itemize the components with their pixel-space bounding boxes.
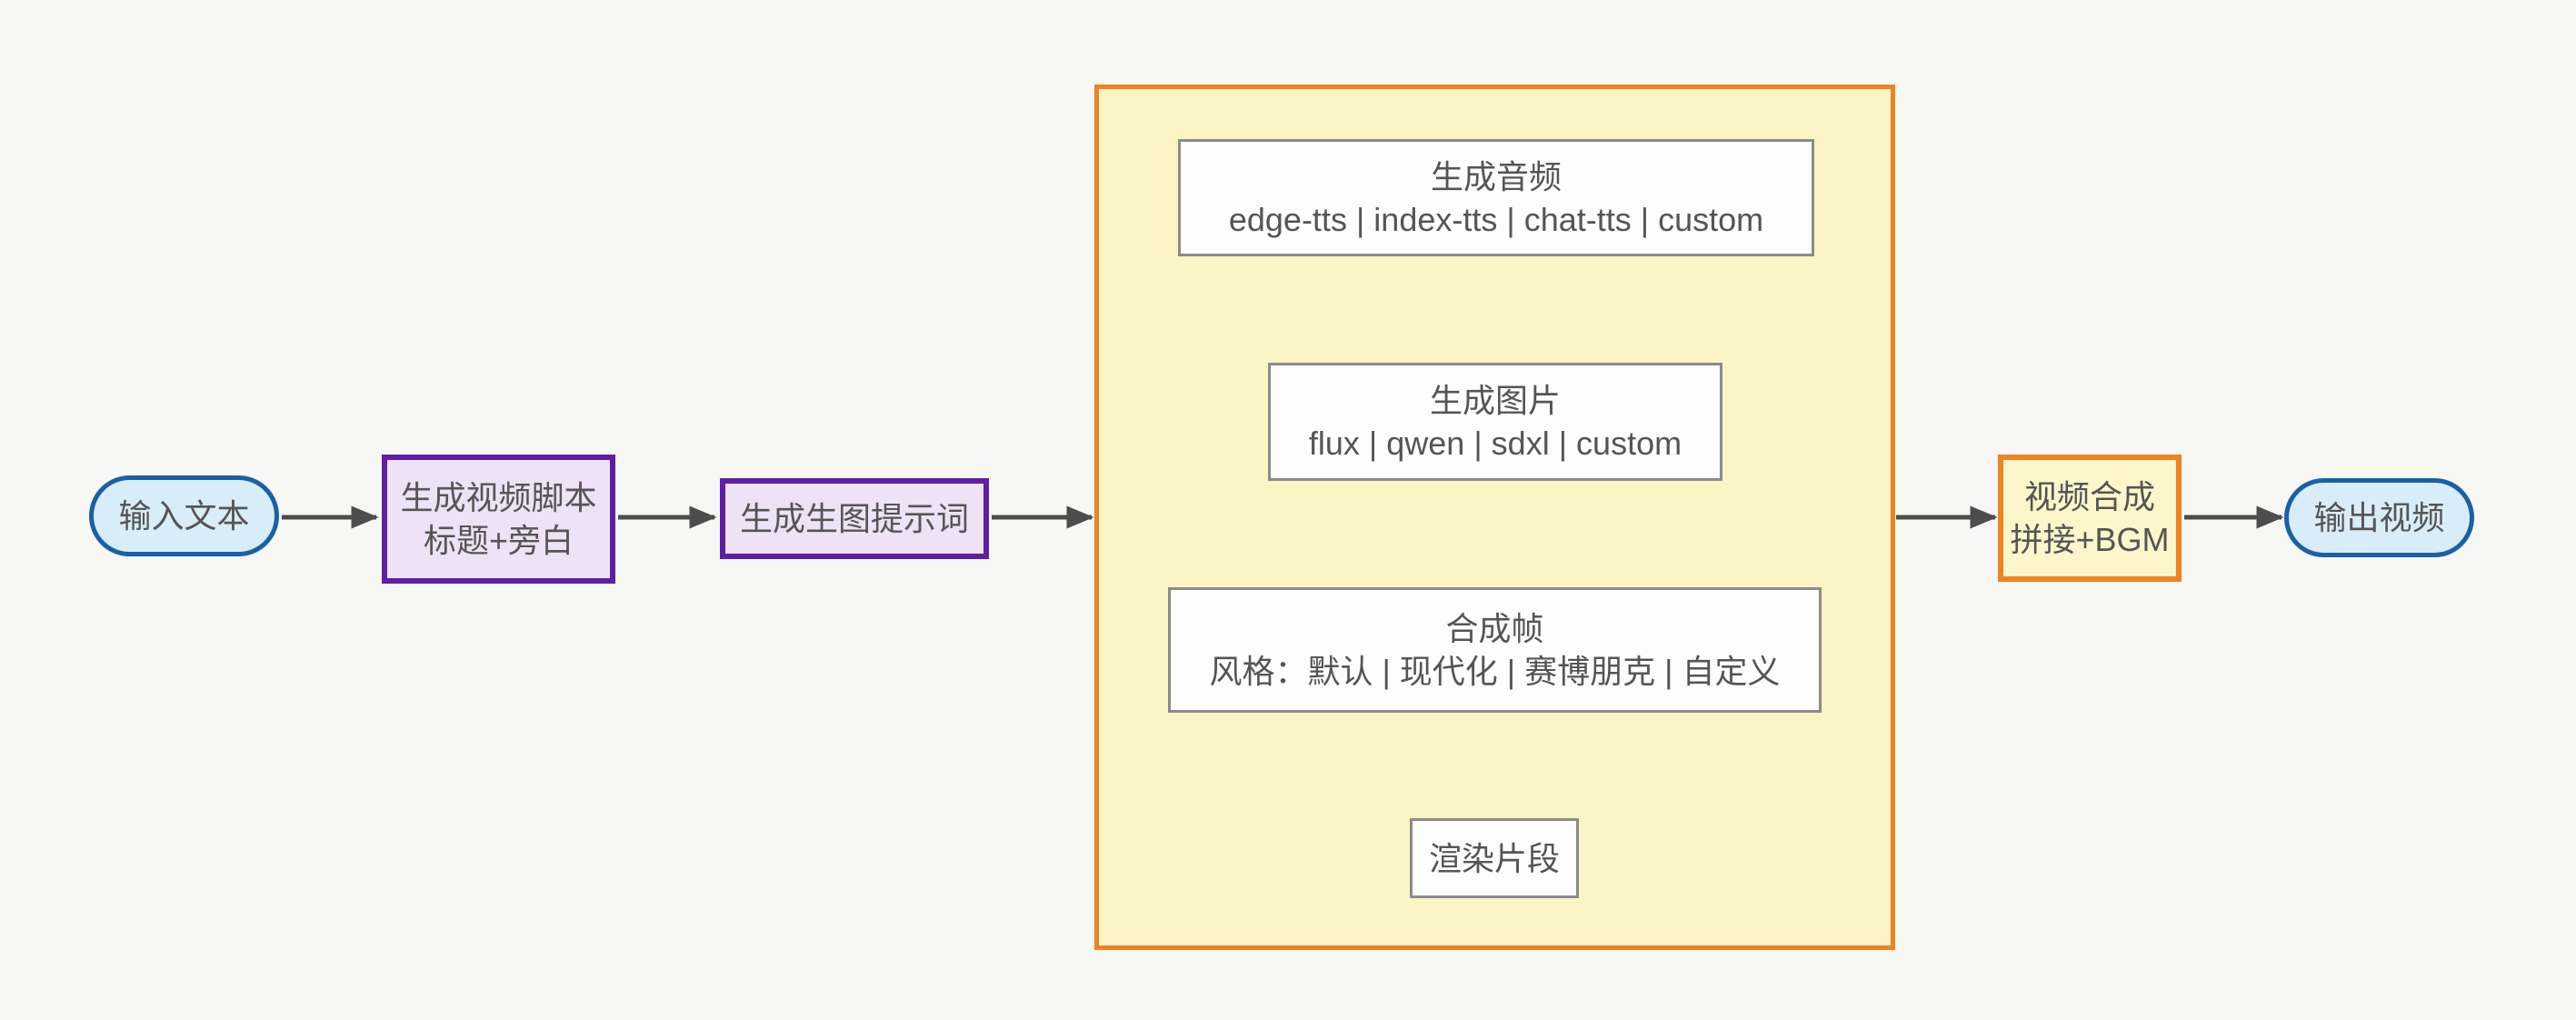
node-generate-image-title: 生成图片: [1429, 382, 1561, 419]
node-generate-audio: 生成音频 edge-tts | index-tts | chat-tts | c…: [1178, 139, 1814, 256]
node-video-compose: 视频合成 拼接+BGM: [1998, 455, 2182, 582]
node-input-text-label: 输入文本: [118, 497, 250, 535]
node-generate-audio-title: 生成音频: [1430, 157, 1562, 195]
node-compose-frame: 合成帧 风格：默认 | 现代化 | 赛博朋克 | 自定义: [1168, 587, 1822, 713]
node-output-video: 输出视频: [2284, 478, 2474, 557]
node-video-compose-line2: 拼接+BGM: [2010, 521, 2170, 558]
node-compose-frame-title: 合成帧: [1445, 610, 1544, 647]
node-video-compose-line1: 视频合成: [2023, 478, 2155, 515]
node-generate-audio-options: edge-tts | index-tts | chat-tts | custom: [1228, 200, 1764, 238]
node-output-video-label: 输出视频: [2313, 499, 2445, 536]
node-generate-image-options: flux | qwen | sdxl | custom: [1308, 425, 1682, 462]
node-input-text: 输入文本: [89, 475, 279, 556]
node-compose-frame-options: 风格：默认 | 现代化 | 赛博朋克 | 自定义: [1209, 653, 1781, 690]
node-generate-script-line1: 生成视频脚本: [400, 479, 597, 516]
node-render-clip: 渲染片段: [1410, 818, 1579, 898]
node-generate-image-prompt-label: 生成生图提示词: [739, 500, 969, 537]
node-generate-script-line2: 标题+旁白: [423, 522, 574, 559]
node-render-clip-label: 渲染片段: [1428, 839, 1560, 877]
node-generate-image: 生成图片 flux | qwen | sdxl | custom: [1268, 363, 1722, 481]
node-generate-image-prompt: 生成生图提示词: [720, 478, 989, 559]
node-generate-script: 生成视频脚本 标题+旁白: [382, 455, 615, 584]
